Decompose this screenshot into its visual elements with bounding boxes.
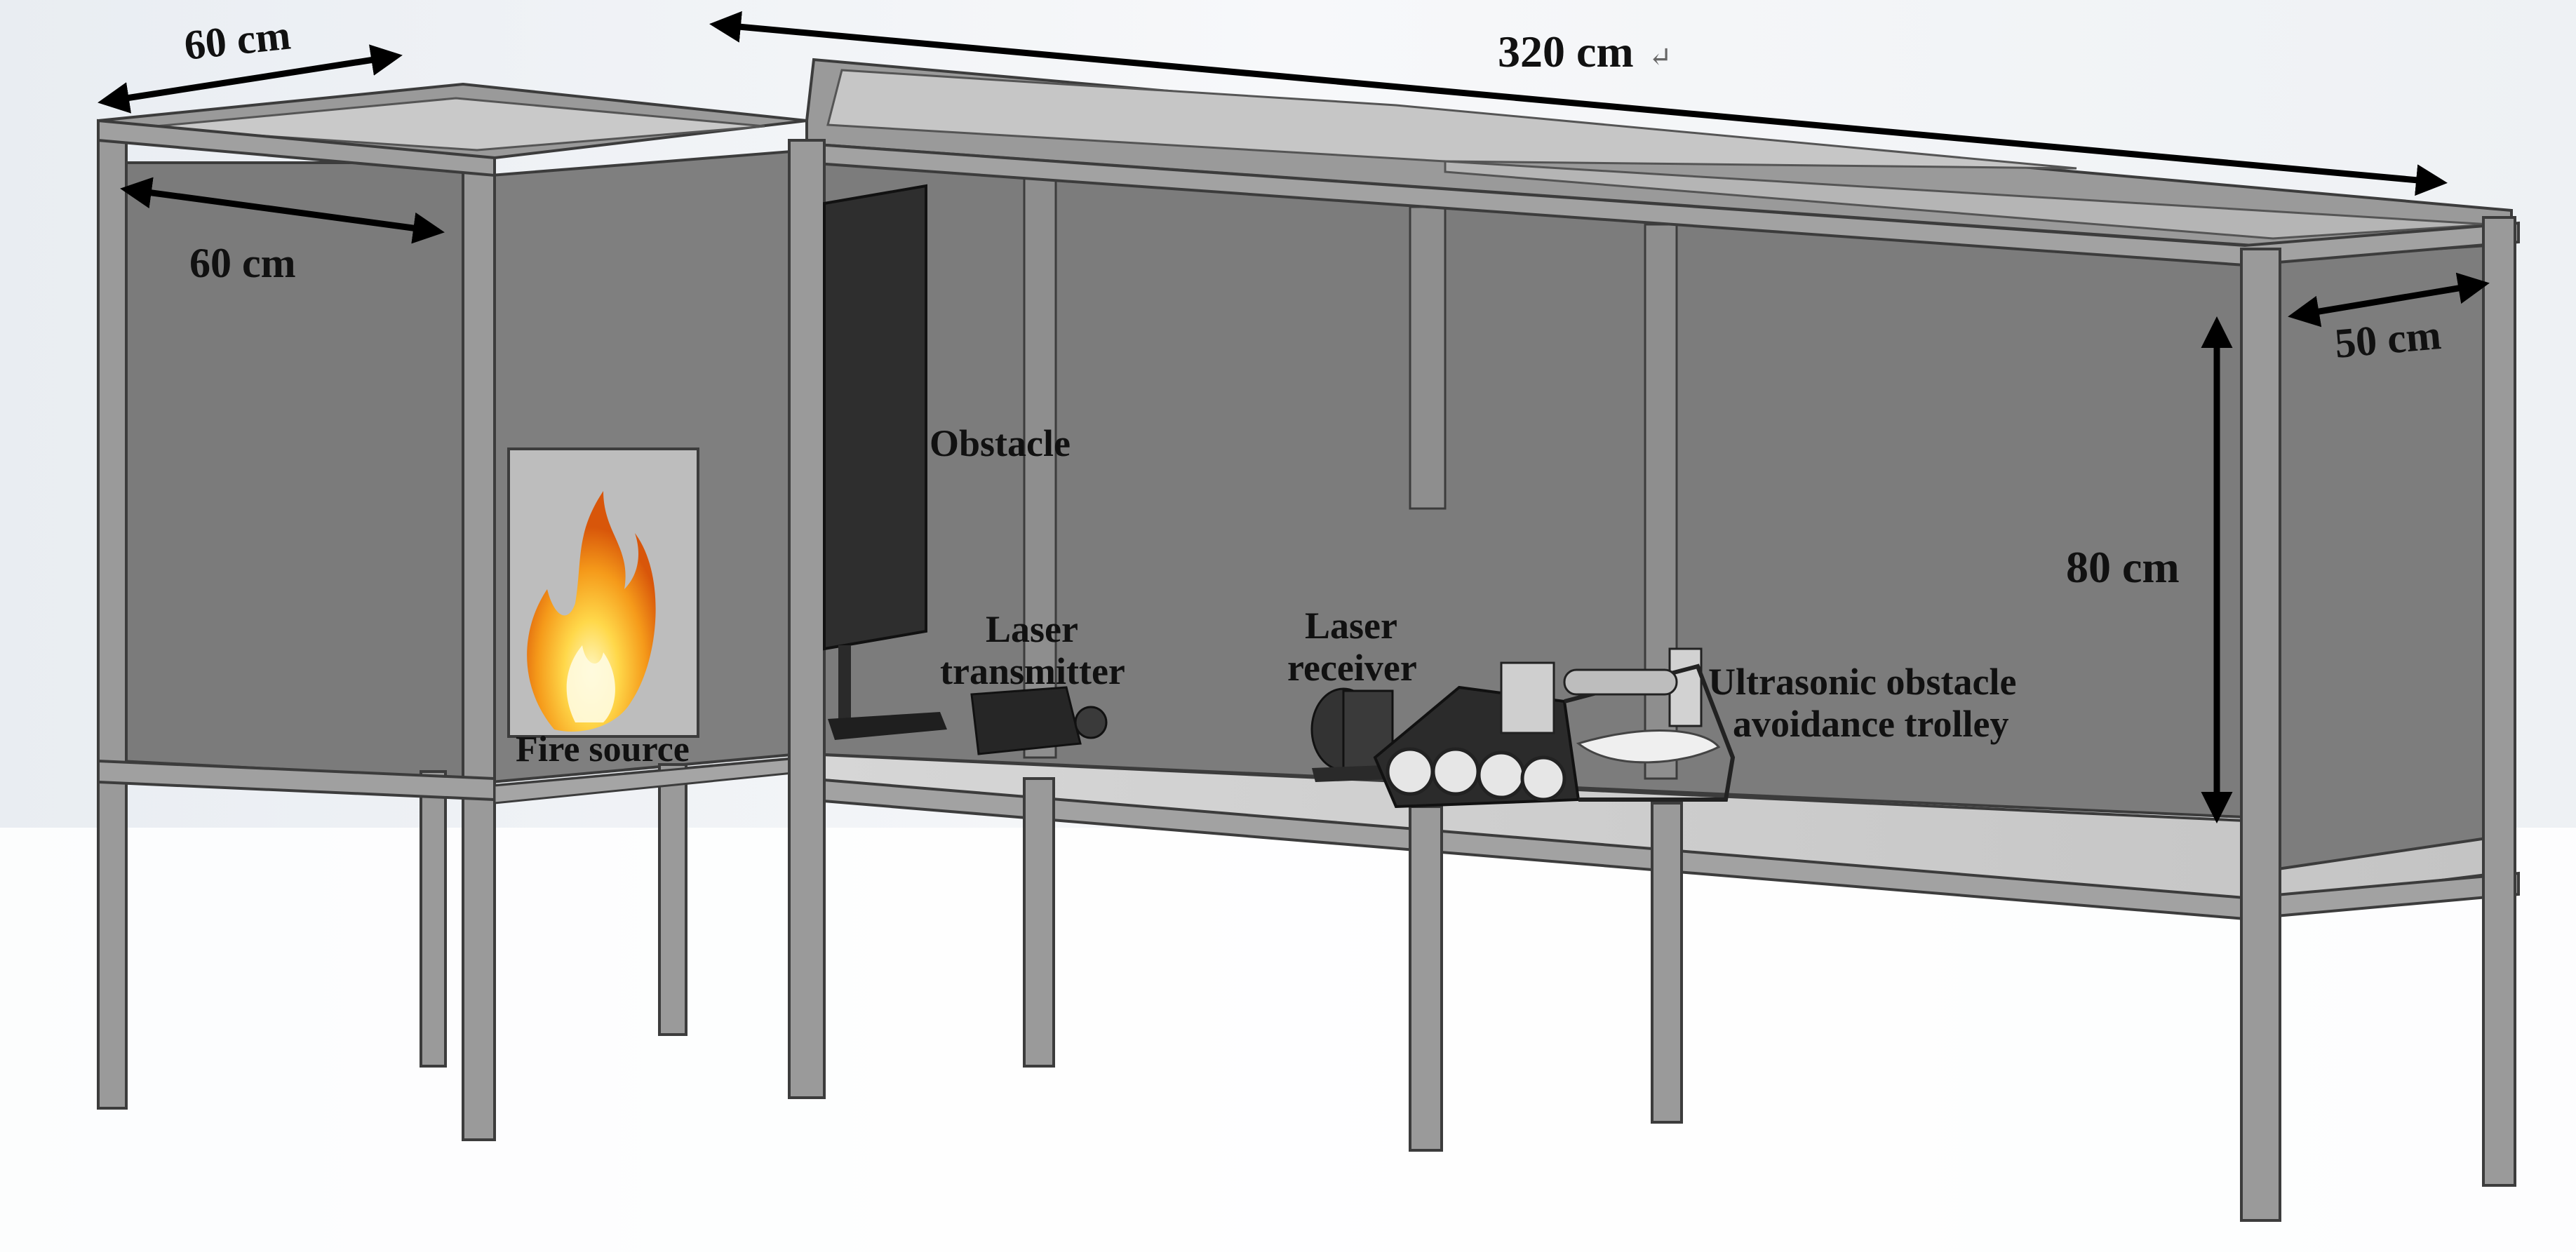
dim-return-mark: ↵ [1649, 41, 1672, 73]
arrow-right-depth [2288, 272, 2490, 328]
label-laser-transmitter-2: transmitter [940, 650, 1125, 692]
dim-left-width: 60 cm [189, 240, 296, 286]
dim-total-length: 320 cm [1498, 27, 1634, 76]
label-laser-receiver-1: Laser [1305, 605, 1397, 647]
laser-transmitter-device [970, 686, 1108, 755]
laser-receiver-device [1310, 687, 1407, 782]
dim-height: 80 cm [2066, 542, 2180, 592]
arrow-total-length [709, 11, 2448, 196]
dim-left-depth: 60 cm [182, 11, 293, 68]
fire-source [507, 447, 699, 738]
dimension-arrows [98, 11, 2490, 823]
ultrasonic-trolley [1373, 647, 1736, 809]
label-laser-receiver-2: receiver [1287, 647, 1417, 689]
label-fire-source: Fire source [516, 729, 690, 769]
dim-right-depth: 50 cm [2333, 311, 2443, 367]
arrow-left-depth [98, 44, 403, 114]
arrow-left-width [120, 177, 445, 244]
label-trolley-1: Ultrasonic obstacle [1708, 661, 2016, 703]
label-trolley-2: avoidance trolley [1733, 703, 2008, 745]
label-obstacle: Obstacle [930, 422, 1071, 464]
label-laser-transmitter-1: Laser [986, 608, 1078, 650]
